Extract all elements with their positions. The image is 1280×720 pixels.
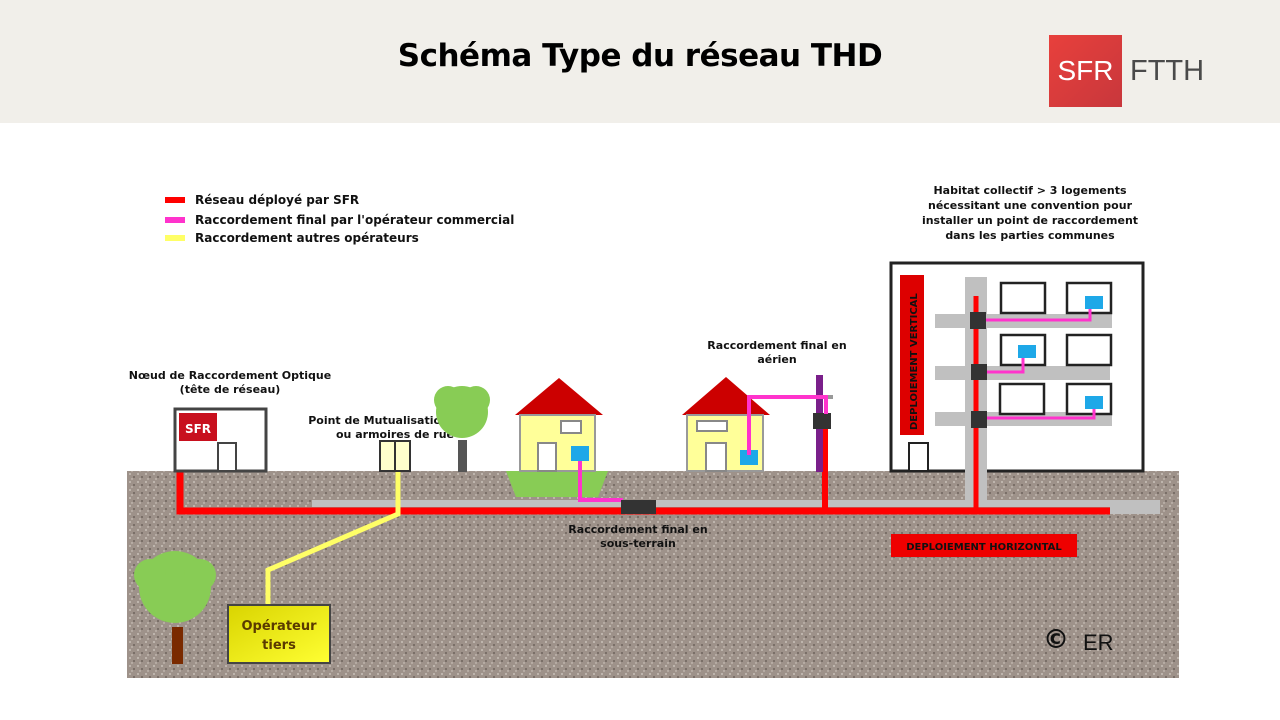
legend-swatch-final	[165, 217, 185, 223]
underground-label-2: sous-terrain	[600, 537, 676, 550]
house-1	[506, 378, 608, 497]
pm-label-2: ou armoires de rue	[336, 428, 454, 441]
ont-icon	[571, 446, 589, 461]
logo-brand-text: SFR	[1057, 55, 1114, 86]
aerial-label-2: aérien	[757, 353, 796, 366]
tree-icon	[134, 551, 216, 664]
other-operator-line	[265, 472, 401, 608]
nro-label-2: (tête de réseau)	[180, 383, 281, 396]
collective-label-3: installer un point de raccordement	[922, 214, 1138, 227]
copyright-icon: ©	[1043, 625, 1069, 655]
ont-icon	[1085, 296, 1103, 309]
nro-label-1: Nœud de Raccordement Optique	[129, 369, 331, 382]
third-party-operator-box	[227, 604, 331, 664]
collective-label-2: nécessitant une convention pour	[928, 199, 1133, 212]
horizontal-deployment-label: DEPLOIEMENT HORIZONTAL	[906, 542, 1062, 553]
final-connection-aerial	[747, 395, 828, 455]
sfr-main-line	[176, 472, 1110, 515]
operator-label-1: Opérateur	[241, 619, 317, 634]
ont-icon	[1018, 345, 1036, 358]
ont-icon	[740, 450, 758, 465]
legend-label-sfr: Réseau déployé par SFR	[195, 193, 359, 207]
legend-label-final: Raccordement final par l'opérateur comme…	[195, 213, 514, 227]
legend-swatch-sfr	[165, 197, 185, 203]
aerial-label-1: Raccordement final en	[707, 339, 846, 352]
final-connection-underground	[578, 461, 623, 502]
legend-label-other: Raccordement autres opérateurs	[195, 231, 419, 245]
duct-end	[1110, 500, 1160, 514]
legend-swatch-other	[165, 235, 185, 241]
sfr-logo	[1049, 35, 1122, 107]
operator-label-2: tiers	[262, 638, 296, 653]
house-2	[682, 377, 770, 472]
horizontal-deployment-box	[891, 534, 1077, 557]
collective-label-1: Habitat collectif > 3 logements	[933, 184, 1126, 197]
logo-product-text: FTTH	[1130, 55, 1205, 87]
tree-icon	[434, 386, 490, 472]
author-initials: ER	[1083, 630, 1114, 655]
collective-label-4: dans les parties communes	[945, 229, 1115, 242]
apartment-building: DEPLOIEMENT VERTICAL	[889, 261, 1145, 511]
vertical-deployment-label: DEPLOIEMENT VERTICAL	[909, 293, 920, 430]
aerial-box	[813, 413, 831, 429]
pm-cabinet	[379, 440, 411, 472]
legend: Réseau déployé par SFR Raccordement fina…	[165, 193, 514, 245]
ont-icon	[1085, 396, 1103, 409]
duct	[312, 500, 1112, 507]
underground-label-1: Raccordement final en	[568, 523, 707, 536]
nro-building: SFR	[173, 407, 268, 473]
nro-sign: SFR	[185, 422, 211, 436]
underground-chamber	[621, 500, 656, 514]
page-title: Schéma Type du réseau THD	[397, 38, 883, 74]
